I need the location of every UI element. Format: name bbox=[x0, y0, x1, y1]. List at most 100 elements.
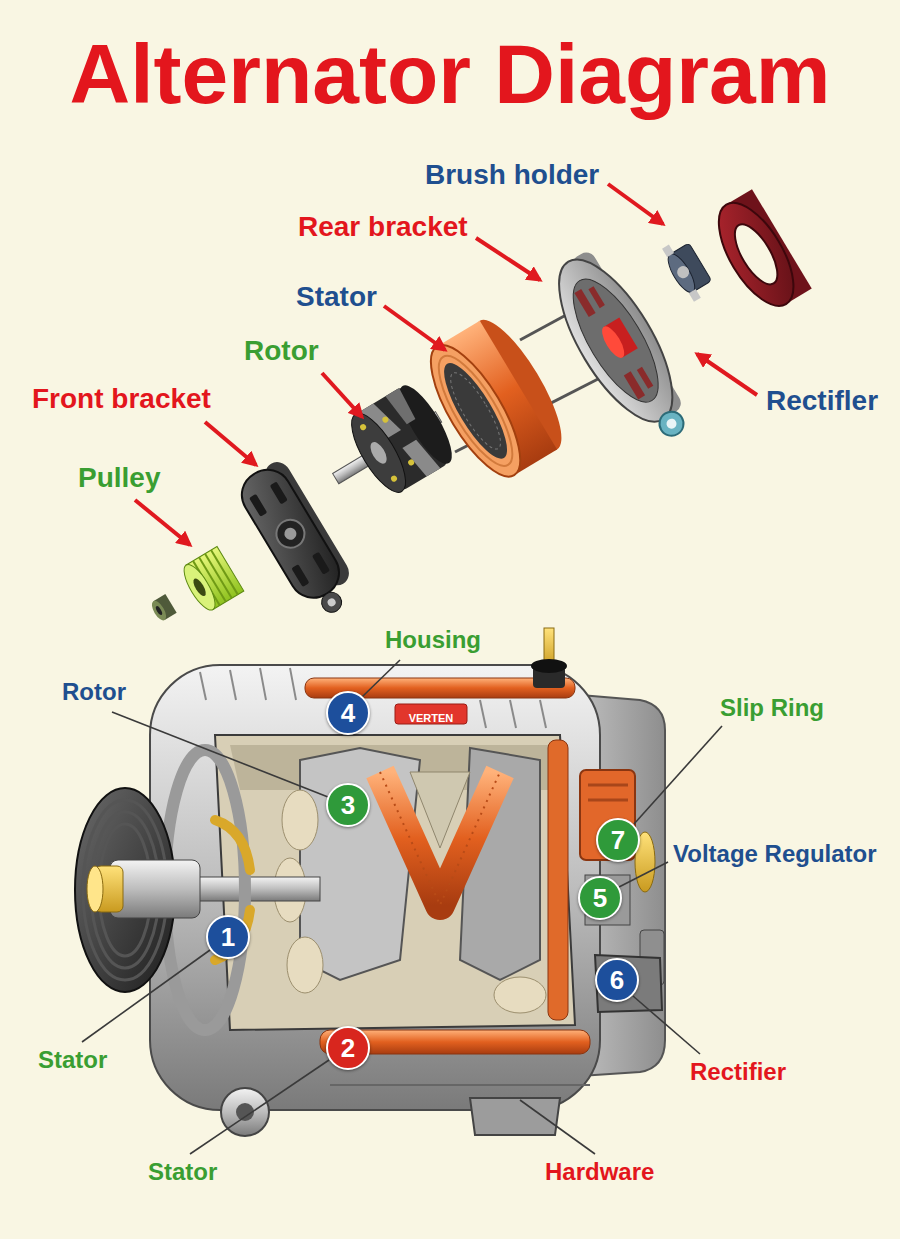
pointer-arrow bbox=[135, 500, 190, 545]
label-box: Slip Ring bbox=[720, 694, 824, 722]
callout-number: 6 bbox=[610, 967, 624, 993]
holder-face bbox=[663, 250, 699, 296]
pointer-arrow bbox=[384, 306, 445, 350]
label-box: Voltage Regulator bbox=[673, 840, 877, 868]
pulley-nut bbox=[149, 594, 177, 623]
pulley-face bbox=[178, 560, 220, 614]
bracket-vent bbox=[637, 367, 653, 389]
bracket-ear bbox=[318, 589, 345, 616]
rotor-rivet bbox=[390, 474, 398, 482]
label-box: Pulley bbox=[78, 462, 160, 494]
pulley-groove bbox=[211, 550, 238, 595]
housing-seam bbox=[330, 1084, 590, 1086]
label-box: Housing bbox=[385, 626, 481, 654]
terminal-base bbox=[531, 659, 567, 673]
cap-face bbox=[704, 191, 808, 317]
part-label: Rectifler bbox=[766, 385, 878, 417]
mount-lug bbox=[470, 1098, 560, 1135]
label-box: Brush holder bbox=[425, 159, 599, 191]
part-label: Hardware bbox=[545, 1158, 654, 1186]
stator-slots bbox=[443, 367, 509, 455]
callout-number: 7 bbox=[611, 827, 625, 853]
part-label: Front bracket bbox=[32, 383, 211, 415]
label-box: Hardware bbox=[545, 1158, 654, 1186]
callout-number: 1 bbox=[221, 924, 235, 950]
fin bbox=[480, 700, 486, 728]
rectifier-plate bbox=[595, 955, 662, 1012]
callout-circle: 6 bbox=[595, 958, 639, 1002]
pulley-part bbox=[178, 546, 243, 614]
label-box: Rotor bbox=[62, 678, 126, 706]
bracket-inner bbox=[557, 267, 674, 414]
pointer-arrow bbox=[476, 238, 540, 280]
nut-face bbox=[149, 599, 169, 623]
brush-holder-part bbox=[659, 235, 717, 304]
bracket-vent bbox=[291, 564, 309, 587]
callout-circle: 5 bbox=[578, 876, 622, 920]
end-cap bbox=[704, 189, 812, 317]
title-box: Alternator Diagram bbox=[0, 28, 900, 120]
bracket-hub bbox=[271, 515, 309, 553]
part-label: Stator bbox=[148, 1158, 217, 1186]
label-box: Stator bbox=[148, 1158, 217, 1186]
slip-ring-band bbox=[588, 799, 628, 802]
holder-contact bbox=[689, 289, 701, 302]
bracket-vent bbox=[270, 481, 288, 504]
winding-end bbox=[282, 790, 318, 850]
part-label: Slip Ring bbox=[720, 694, 824, 722]
coil-winding bbox=[380, 772, 500, 905]
bracket-face bbox=[537, 243, 693, 438]
fin bbox=[200, 672, 206, 700]
rotor-part bbox=[313, 378, 462, 517]
fin bbox=[260, 668, 266, 700]
rear-bracket-part bbox=[537, 243, 704, 455]
nut-face bbox=[87, 866, 103, 912]
front-bearing bbox=[215, 820, 250, 870]
label-box: Front bracket bbox=[32, 383, 211, 415]
callout-circle: 1 bbox=[206, 915, 250, 959]
callout-circle: 2 bbox=[326, 1026, 370, 1070]
part-label: Rotor bbox=[62, 678, 126, 706]
rotor-hub bbox=[367, 439, 390, 466]
label-box: Rectifier bbox=[690, 1058, 786, 1086]
label-box: Rectifler bbox=[766, 385, 878, 417]
bracket-face bbox=[233, 461, 348, 607]
stator-winding bbox=[548, 740, 568, 1020]
fin bbox=[540, 700, 546, 728]
part-label: Stator bbox=[38, 1046, 107, 1074]
leader-line bbox=[520, 1100, 595, 1154]
callout-circle: 3 bbox=[326, 783, 370, 827]
pointer-arrows bbox=[135, 184, 757, 545]
bracket-bore bbox=[282, 526, 298, 542]
fin bbox=[290, 668, 296, 700]
holder-contact bbox=[662, 245, 674, 258]
callout-circle: 7 bbox=[596, 818, 640, 862]
holder-brush bbox=[675, 264, 691, 280]
callout-number: 5 bbox=[593, 885, 607, 911]
front-bracket-part bbox=[233, 457, 364, 624]
leader-line bbox=[633, 996, 700, 1054]
part-label: Brush holder bbox=[425, 159, 599, 191]
brand-badge bbox=[395, 704, 467, 724]
leader-line bbox=[362, 660, 400, 697]
mount-foot bbox=[655, 407, 688, 440]
nut-hole bbox=[155, 605, 164, 616]
winding-end bbox=[287, 937, 323, 993]
claw-pole bbox=[385, 388, 417, 426]
leader-lines bbox=[82, 660, 722, 1154]
bearing-face bbox=[598, 323, 629, 361]
brand-badge-text: VERTEN bbox=[409, 712, 454, 725]
callout-number: 2 bbox=[341, 1035, 355, 1061]
field-coil bbox=[380, 772, 500, 905]
pointer-arrow bbox=[697, 354, 757, 395]
leader-line bbox=[112, 712, 328, 797]
rotor-face bbox=[342, 406, 416, 500]
part-label: Pulley bbox=[78, 462, 160, 494]
rotor-rivet bbox=[381, 415, 389, 423]
part-label: Housing bbox=[385, 626, 481, 654]
label-box: VERTEN bbox=[409, 708, 454, 726]
bracket-vent bbox=[588, 286, 604, 308]
pointer-arrow bbox=[205, 422, 256, 465]
leader-line bbox=[634, 726, 722, 824]
label-box: Stator bbox=[38, 1046, 107, 1074]
